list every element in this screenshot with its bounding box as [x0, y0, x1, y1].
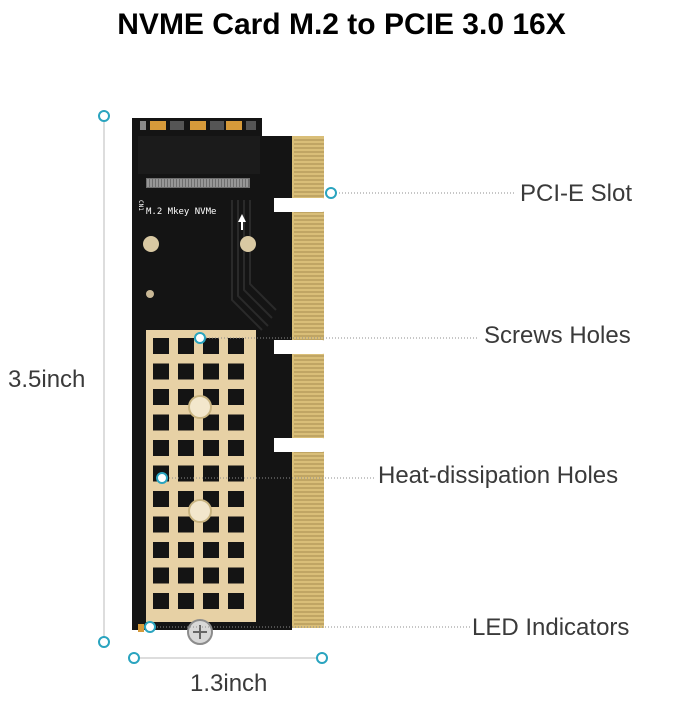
screw-hole-right — [240, 236, 256, 252]
top-components — [140, 121, 256, 130]
page-title: NVME Card M.2 to PCIE 3.0 16X — [117, 8, 566, 41]
heat-holes-marker — [156, 472, 168, 484]
heat-hole — [228, 542, 244, 558]
width-dimension — [128, 652, 328, 664]
heat-hole — [153, 593, 169, 609]
heat-hole — [178, 414, 194, 431]
heat-hole — [178, 491, 194, 507]
m2-socket — [146, 178, 250, 188]
heat-hole — [228, 338, 244, 354]
height-label: 3.5inch — [8, 366, 86, 393]
heat-hole — [203, 363, 219, 380]
heat-hole — [203, 542, 219, 558]
heat-hole — [203, 414, 219, 431]
pcie-fingers — [274, 136, 328, 628]
screw-hole-left — [143, 236, 159, 252]
heat-hole — [153, 338, 169, 354]
led-indicators-label: LED Indicators — [472, 614, 630, 641]
heat-hole — [153, 440, 169, 456]
heat-hole — [178, 516, 194, 533]
heat-hole — [153, 414, 169, 431]
pcie-slot-label: PCI-E Slot — [520, 180, 633, 207]
heat-hole — [203, 338, 219, 354]
pcie-slot-marker — [325, 187, 337, 199]
heat-hole — [228, 363, 244, 380]
heat-hole — [228, 491, 244, 507]
heat-hole — [228, 389, 244, 405]
heat-hole — [228, 567, 244, 584]
heat-hole — [203, 593, 219, 609]
heat-hole — [178, 567, 194, 584]
heat-hole — [153, 389, 169, 405]
heat-hole — [178, 593, 194, 609]
heat-hole — [178, 465, 194, 482]
heat-hole — [178, 440, 194, 456]
heat-hole — [228, 465, 244, 482]
heat-hole — [153, 363, 169, 380]
heat-hole — [228, 414, 244, 431]
heat-hole — [153, 516, 169, 533]
heat-hole — [228, 593, 244, 609]
heat-hole — [203, 465, 219, 482]
cn1-silkscreen: CN1 — [137, 200, 144, 211]
heat-hole — [203, 567, 219, 584]
screw-holes-label: Screws Holes — [484, 322, 631, 349]
heat-hole — [178, 363, 194, 380]
heat-hole — [153, 542, 169, 558]
led-marker — [144, 621, 156, 633]
heat-hole — [178, 338, 194, 354]
heat-hole — [153, 567, 169, 584]
heat-hole — [178, 542, 194, 558]
heat-hole — [203, 440, 219, 456]
screw-holes-marker — [194, 332, 206, 344]
heat-hole — [228, 440, 244, 456]
height-dimension — [98, 110, 110, 648]
heat-hole — [153, 491, 169, 507]
m2-silkscreen: M.2 Mkey NVMe — [146, 207, 216, 217]
heat-hole — [228, 516, 244, 533]
heat-holes-label: Heat-dissipation Holes — [378, 462, 619, 489]
width-label: 1.3inch — [190, 670, 268, 697]
